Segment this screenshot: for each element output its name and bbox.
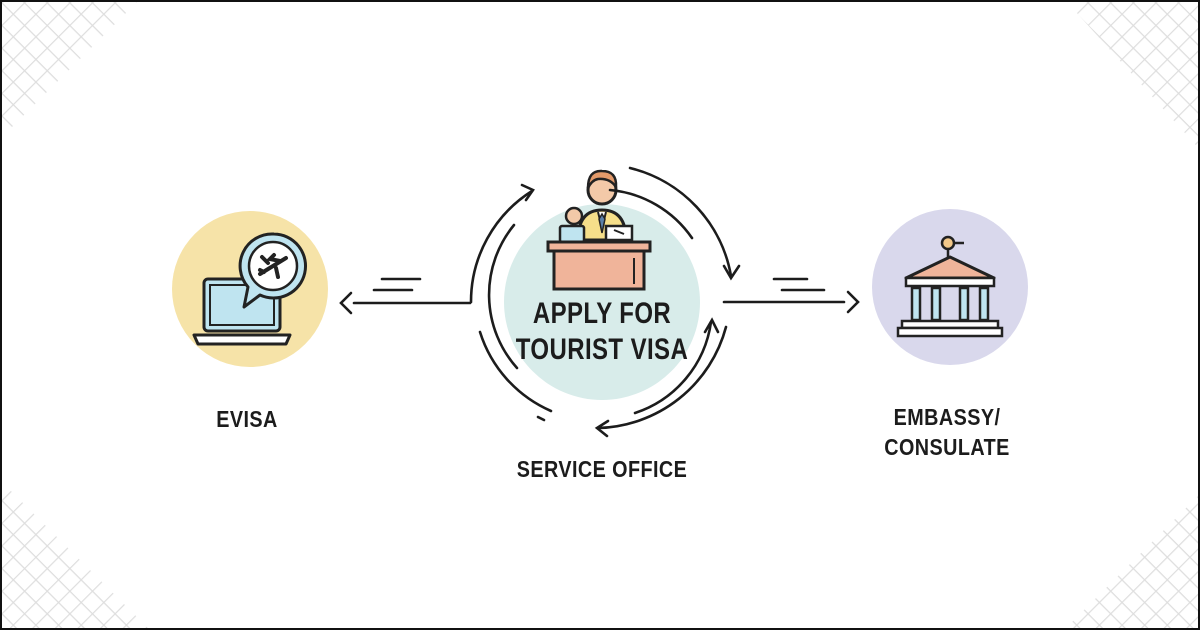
corner-pattern-bottom-left <box>2 482 148 628</box>
desk-clerk-icon <box>546 169 652 291</box>
arrowhead-inner-right <box>703 317 720 334</box>
connector-left <box>339 277 472 315</box>
embassy-node <box>872 209 1028 365</box>
cycle-arc-upper-left <box>469 189 534 304</box>
arrowhead-upper-right <box>722 264 741 281</box>
cycle-inner-arc-right <box>633 320 713 415</box>
connector-right <box>722 277 860 314</box>
arrowhead-upper-left <box>520 183 535 202</box>
cycle-inner-arc-top <box>608 188 694 240</box>
corner-pattern-top-right <box>1067 2 1198 148</box>
center-title-line-2: TOURIST VISA <box>515 333 689 366</box>
arrowhead-right <box>846 290 860 314</box>
cycle-arc-upper-right <box>628 166 733 278</box>
embassy-label-line-1: EMBASSY/ <box>893 404 1001 430</box>
service-office-label: SERVICE OFFICE <box>516 456 688 482</box>
government-building-icon <box>896 235 1004 338</box>
evisa-node <box>172 211 328 367</box>
cycle-dash <box>536 415 546 422</box>
cycle-arrows <box>469 166 741 438</box>
arrowhead-left <box>339 291 353 315</box>
cycle-arc-lower-right <box>596 325 728 430</box>
service-office-node <box>504 169 700 400</box>
center-title-line-1: APPLY FOR <box>532 297 672 330</box>
embassy-label-line-2: CONSULATE <box>884 434 1010 460</box>
corner-pattern-top-left <box>2 2 137 137</box>
cycle-arc-lower-left <box>478 330 553 413</box>
apply-for-tourist-visa-title: APPLY FOR TOURIST VISA <box>506 296 698 368</box>
corner-pattern-bottom-right <box>1066 496 1198 628</box>
embassy-consulate-label: EMBASSY/ CONSULATE <box>870 402 1025 462</box>
airplane-bubble-icon <box>238 232 308 309</box>
evisa-label: EVISA <box>216 406 278 432</box>
arrowhead-lower-right <box>594 419 610 438</box>
cycle-inner-arc-left <box>487 223 519 370</box>
